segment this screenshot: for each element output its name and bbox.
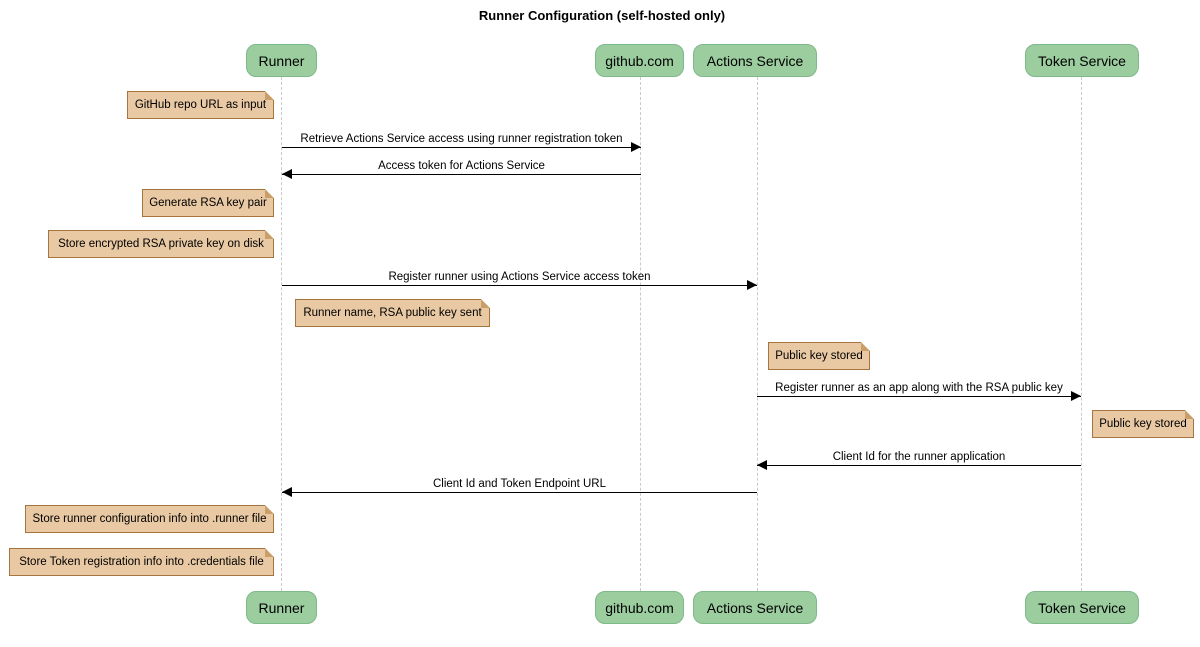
message-label: Client Id for the runner application xyxy=(832,451,1006,463)
arrowhead-left-icon xyxy=(282,487,292,497)
message-arrow-access-token: Access token for Actions Service xyxy=(282,157,641,179)
note-public-key-stored-token: Public key stored xyxy=(1092,410,1194,438)
participant-github-bottom: github.com xyxy=(595,591,684,624)
participant-runner-bottom: Runner xyxy=(246,591,317,624)
note-text: Store runner configuration info into .ru… xyxy=(32,513,267,525)
note-github-repo-url: GitHub repo URL as input xyxy=(127,91,274,119)
lifeline-actions-service xyxy=(757,77,758,591)
note-store-runner-file: Store runner configuration info into .ru… xyxy=(25,505,274,533)
note-text: Public key stored xyxy=(775,350,863,362)
note-text: Runner name, RSA public key sent xyxy=(303,307,482,319)
message-label: Client Id and Token Endpoint URL xyxy=(432,478,607,490)
message-label: Register runner using Actions Service ac… xyxy=(388,271,651,283)
lifeline-runner xyxy=(281,77,282,591)
arrowhead-left-icon xyxy=(282,169,292,179)
note-generate-rsa: Generate RSA key pair xyxy=(142,189,274,217)
note-fold-icon xyxy=(265,230,274,239)
lifeline-github xyxy=(640,77,641,591)
message-arrow-client-id-endpoint: Client Id and Token Endpoint URL xyxy=(282,475,757,497)
participant-runner-top: Runner xyxy=(246,44,317,77)
note-public-key-stored-actions: Public key stored xyxy=(768,342,870,370)
participant-github-top: github.com xyxy=(595,44,684,77)
note-runner-name-sent: Runner name, RSA public key sent xyxy=(295,299,490,327)
note-store-private-key: Store encrypted RSA private key on disk xyxy=(48,230,274,258)
note-fold-icon xyxy=(265,91,274,100)
arrowhead-right-icon xyxy=(747,280,757,290)
participant-actions-service-bottom: Actions Service xyxy=(693,591,817,624)
note-fold-icon xyxy=(861,342,870,351)
note-text: Store encrypted RSA private key on disk xyxy=(58,238,264,250)
note-fold-icon xyxy=(1185,410,1194,419)
message-label: Retrieve Actions Service access using ru… xyxy=(300,133,623,145)
message-arrow-client-id: Client Id for the runner application xyxy=(757,448,1081,470)
lifeline-token-service xyxy=(1081,77,1082,591)
note-text: Store Token registration info into .cred… xyxy=(19,556,264,568)
message-arrow-register-app: Register runner as an app along with the… xyxy=(757,379,1081,401)
note-text: Generate RSA key pair xyxy=(149,197,267,209)
message-arrow-retrieve-access: Retrieve Actions Service access using ru… xyxy=(282,130,641,152)
arrowhead-left-icon xyxy=(757,460,767,470)
note-fold-icon xyxy=(265,505,274,514)
note-fold-icon xyxy=(481,299,490,308)
note-store-credentials-file: Store Token registration info into .cred… xyxy=(9,548,274,576)
arrowhead-right-icon xyxy=(1071,391,1081,401)
message-label: Access token for Actions Service xyxy=(378,160,545,172)
message-arrow-register-runner: Register runner using Actions Service ac… xyxy=(282,268,757,290)
message-label: Register runner as an app along with the… xyxy=(775,382,1063,394)
participant-token-service-top: Token Service xyxy=(1025,44,1139,77)
participant-token-service-bottom: Token Service xyxy=(1025,591,1139,624)
note-fold-icon xyxy=(265,548,274,557)
participant-actions-service-top: Actions Service xyxy=(693,44,817,77)
note-text: GitHub repo URL as input xyxy=(134,99,267,111)
arrowhead-right-icon xyxy=(631,142,641,152)
note-fold-icon xyxy=(265,189,274,198)
diagram-title: Runner Configuration (self-hosted only) xyxy=(478,8,726,23)
note-text: Public key stored xyxy=(1099,418,1187,430)
